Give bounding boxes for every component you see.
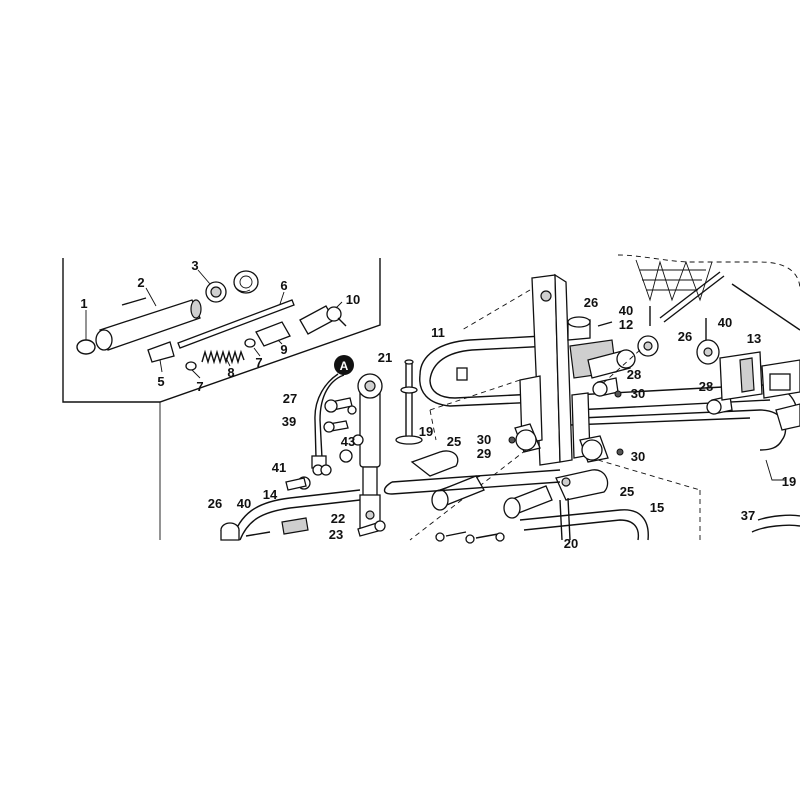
part-label-p40a: 40 [619, 303, 633, 318]
part-label-p20: 20 [564, 536, 578, 551]
part-label-p40b: 40 [718, 315, 732, 330]
part-label-p19b: 19 [782, 474, 796, 489]
part-label-p28b: 28 [699, 379, 713, 394]
part-label-p11: 11 [431, 325, 445, 340]
pin-assembly [395, 359, 423, 445]
right-side-fittings [508, 306, 800, 463]
part-label-p25b: 25 [620, 484, 634, 499]
part-label-p26a: 26 [584, 295, 598, 310]
part-label-p1: 1 [80, 296, 87, 311]
part-label-p7b: 7 [255, 355, 262, 370]
part-label-p23: 23 [329, 527, 343, 542]
part-label-p39: 39 [282, 414, 296, 429]
callout-a-letter: A [340, 359, 349, 373]
part-label-p37: 37 [741, 508, 755, 523]
part-label-p2: 2 [137, 275, 144, 290]
part-label-p13: 13 [747, 331, 761, 346]
part-label-p41: 41 [272, 460, 286, 475]
part-label-p10: 10 [346, 292, 360, 307]
part-label-p19a: 19 [419, 424, 433, 439]
part-label-p28a: 28 [627, 367, 641, 382]
part-label-p7a: 7 [196, 379, 203, 394]
part-label-p26b: 26 [678, 329, 692, 344]
part-label-p27: 27 [283, 391, 297, 406]
part-label-p43: 43 [341, 434, 355, 449]
part-label-p30c: 30 [631, 449, 645, 464]
part-label-p25a: 25 [447, 434, 461, 449]
part-label-p3: 3 [191, 258, 198, 273]
part-label-p8: 8 [227, 365, 234, 380]
part-label-p40c: 40 [237, 496, 251, 511]
lift-cylinder [285, 373, 386, 537]
part-label-p30b: 30 [631, 386, 645, 401]
part-label-p5: 5 [157, 374, 164, 389]
part-label-p21: 21 [378, 350, 392, 365]
part-label-p12: 12 [619, 317, 633, 332]
inset-parts [76, 269, 347, 379]
part-label-p26c: 26 [208, 496, 222, 511]
engine-outline [617, 254, 800, 481]
part-label-p6: 6 [280, 278, 287, 293]
part-label-p9: 9 [280, 342, 287, 357]
lower-lever-assembly [220, 450, 800, 544]
callout-a-marker: A [334, 355, 354, 375]
part-label-p22: 22 [331, 511, 345, 526]
part-label-p15: 15 [650, 500, 664, 515]
part-label-p14: 14 [263, 487, 278, 502]
part-label-p29: 29 [477, 446, 491, 461]
part-label-p30a: 30 [477, 432, 491, 447]
part-number-labels: 1235677891011121314151919202122232525262… [80, 258, 796, 551]
